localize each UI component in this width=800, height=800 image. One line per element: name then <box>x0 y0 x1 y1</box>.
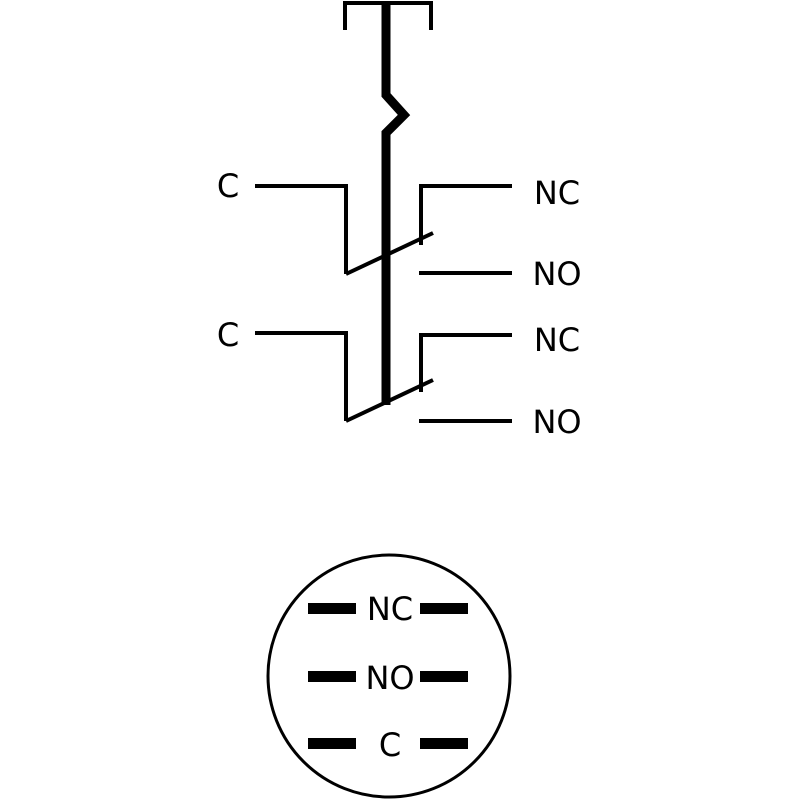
pole-2-common-wire <box>255 331 348 421</box>
pole-2-moving-contact <box>345 378 434 423</box>
pole-1-common-wire <box>255 184 348 274</box>
nc-pin-right <box>420 603 468 614</box>
terminal-pin-view: NC NO C <box>266 553 512 799</box>
no-pin-left <box>308 671 356 682</box>
pole-2-nc-wire <box>419 333 512 392</box>
pole-2-nc-label: NC <box>534 321 580 359</box>
switch-body-outline <box>266 553 512 799</box>
pole-1-moving-contact <box>345 231 434 276</box>
terminal-nc-label: NC <box>367 590 413 628</box>
terminal-c-label: C <box>379 726 401 764</box>
c-pin-right <box>420 738 468 749</box>
c-pin-left <box>308 738 356 749</box>
pole-1-common-label: C <box>217 167 239 205</box>
pole-1-no-label: NO <box>532 255 581 293</box>
contact-pole-1: C NC NO <box>217 167 582 293</box>
pole-2-no-label: NO <box>532 403 581 441</box>
pole-1-nc-label: NC <box>534 174 580 212</box>
pole-1-nc-wire <box>419 184 512 245</box>
actuator-plunger-with-spring <box>381 3 411 405</box>
nc-pin-left <box>308 603 356 614</box>
contact-pole-2: C NC NO <box>217 316 582 441</box>
pole-2-common-label: C <box>217 316 239 354</box>
no-pin-right <box>420 671 468 682</box>
terminal-no-label: NO <box>365 659 414 697</box>
pushbutton-actuator <box>343 1 433 405</box>
